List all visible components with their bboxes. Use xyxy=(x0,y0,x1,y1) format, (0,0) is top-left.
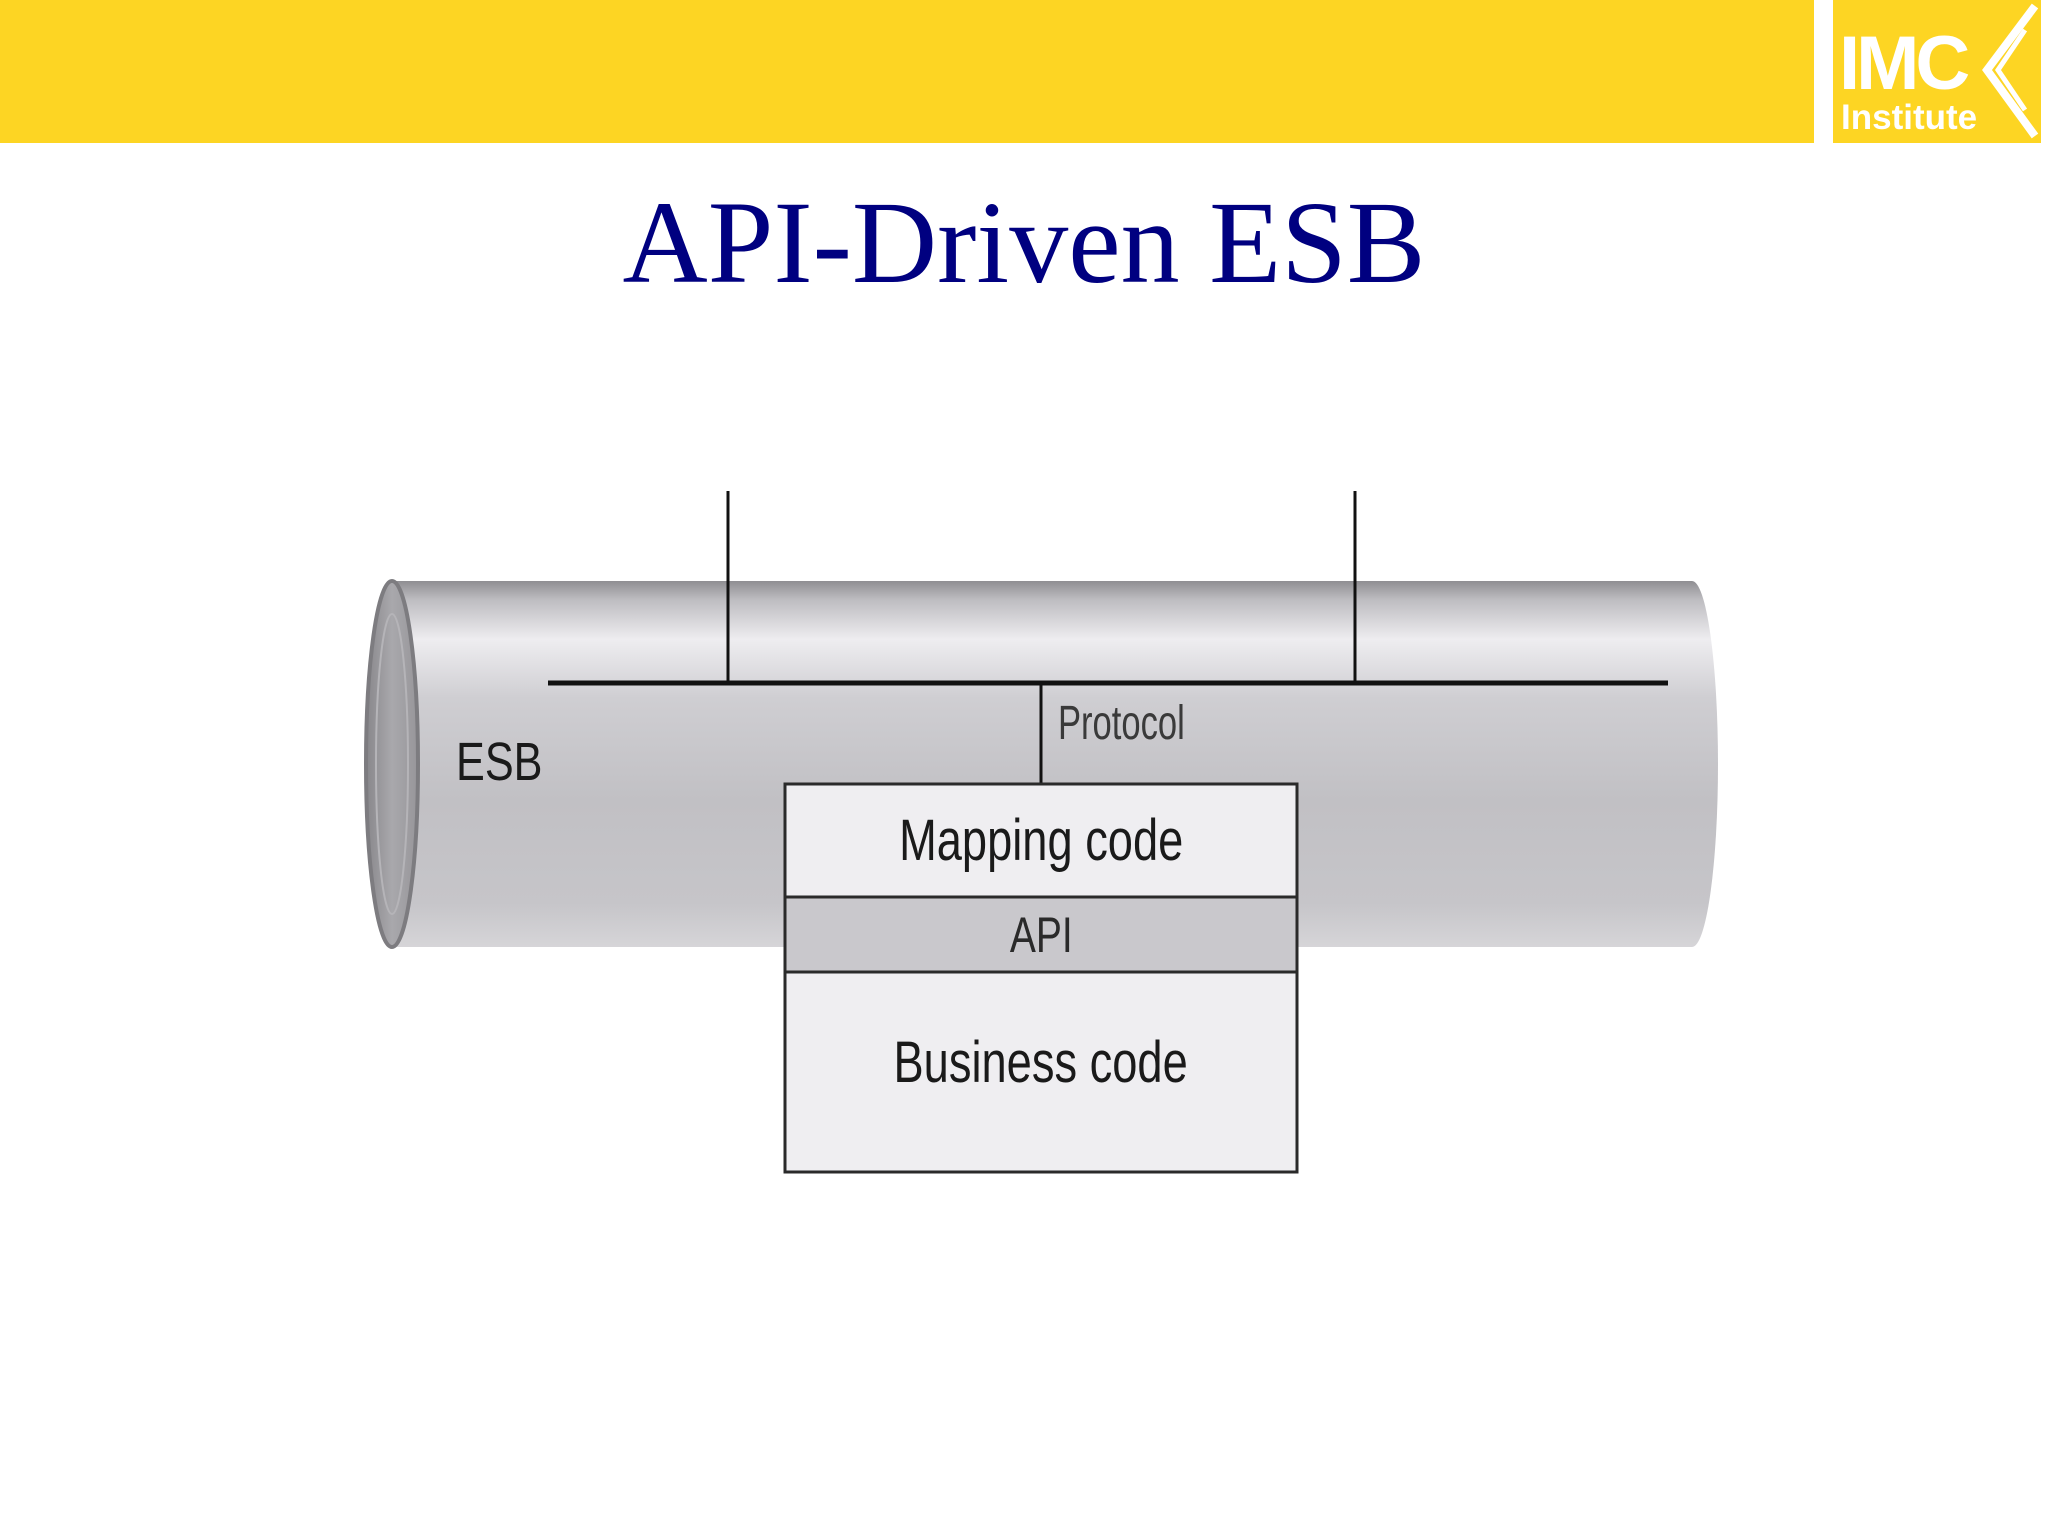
stack-box xyxy=(783,782,1299,1174)
chevron-left-icon xyxy=(1982,3,2039,139)
imc-logo: IMC Institute xyxy=(1833,0,2041,143)
header-bar xyxy=(0,0,1814,143)
slide-title: API-Driven ESB xyxy=(622,177,1426,308)
logo-main-text: IMC xyxy=(1839,21,1970,106)
esb-pipe-end xyxy=(364,579,420,949)
esb-label: ESB xyxy=(456,732,543,792)
api-layer: API xyxy=(785,910,1297,960)
logo-sub-text: Institute xyxy=(1841,98,1978,137)
mapping-code-layer: Mapping code xyxy=(785,812,1297,870)
business-code-label: Business code xyxy=(893,1030,1189,1095)
api-label: API xyxy=(1009,907,1073,963)
api-band xyxy=(785,897,1297,972)
esb-pipe xyxy=(392,581,1718,947)
mapping-code-label: Mapping code xyxy=(898,808,1184,873)
business-code-layer: Business code xyxy=(785,1034,1297,1092)
protocol-label: Protocol xyxy=(1058,697,1185,750)
